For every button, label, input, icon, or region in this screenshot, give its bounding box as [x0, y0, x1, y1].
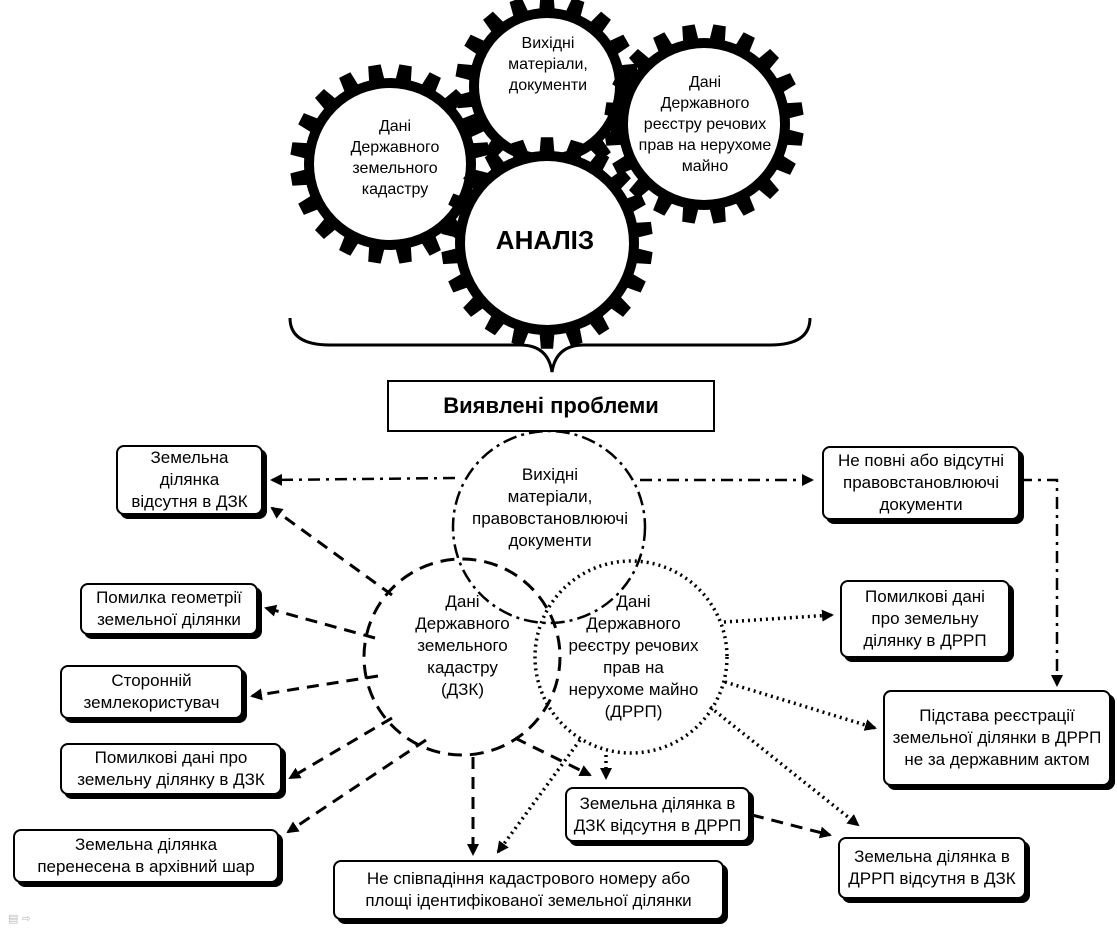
arrow-dzk-to-wrong-dzk	[288, 716, 393, 780]
arrow-dzk-to-missing-dzk	[270, 506, 393, 597]
gear-rrp	[604, 24, 804, 224]
problem-dzk-missing-in-drrp: Земельна ділянка в ДЗК відсутня в ДРРП	[565, 787, 750, 842]
arrow-drrp-to-mismatch	[496, 738, 582, 854]
arrow-source-to-missing-dzk	[270, 473, 456, 486]
brace	[288, 317, 812, 373]
problems-header: Виявлені проблеми	[387, 380, 715, 432]
gear-dzk-label: Дані Державного земельного кадастру	[350, 118, 440, 198]
problem-missing-in-dzk: Земельна ділянка відсутня в ДЗК	[116, 445, 263, 515]
arrow-drrp-to-drrp-missing	[708, 705, 860, 827]
corner-icons: ▤ ⇨	[8, 913, 31, 925]
problem-geometry-error: Помилка геометрії земельної ділянки	[80, 583, 258, 635]
problem-wrong-data-drrp: Помилкові дані про земельну ділянку в ДР…	[840, 580, 1010, 658]
drrp-circle-label: Дані Державного реєстру речових прав на …	[568, 592, 699, 721]
problem-archived-layer: Земельна ділянка перенесена в архівний ш…	[13, 829, 279, 883]
arrow-dzk-to-geometry	[264, 604, 376, 640]
source-circle-label: Вихідні матеріали, правовстановлюючі док…	[472, 465, 628, 550]
problem-not-state-act: Підстава реєстрації земельної ділянки в …	[883, 690, 1111, 786]
arrow-dzk-to-archived	[286, 738, 427, 834]
dzk-circle	[362, 557, 562, 757]
gear-source	[455, 0, 639, 178]
problem-drrp-missing-in-dzk: Земельна ділянка в ДРРП відсутня в ДЗК	[838, 837, 1026, 899]
arrow-drrp-to-wrong-drrp	[723, 609, 834, 624]
gear-rrp-label: Дані Державного реєстру речових прав на …	[638, 74, 772, 175]
arrow-dzk-to-dzk-missing	[514, 736, 592, 777]
gear-dzk	[290, 64, 490, 264]
gear-source-label: Вихідні матеріали, документи	[508, 35, 588, 94]
arrow-drrp-to-not-state	[724, 680, 877, 731]
problem-wrong-data-dzk: Помилкові дані про земельну ділянку в ДЗ…	[60, 743, 282, 795]
gear-analysis-label: АНАЛІЗ	[495, 225, 595, 255]
problem-incomplete-docs: Не повні або відсутні правовстановлюючі …	[822, 446, 1020, 520]
problem-third-party-user: Сторонній землекористувач	[60, 665, 243, 719]
gear-analysis	[441, 137, 653, 349]
drrp-circle	[533, 559, 729, 755]
arrow-incomplete-to-not-state	[1020, 478, 1063, 687]
dzk-circle-label: Дані Державного земельного кадастру (ДЗК…	[415, 592, 510, 699]
problem-mismatch-number-area: Не співпадіння кадастрового номеру або п…	[333, 860, 724, 920]
arrow-dzkbox-to-drrpbox	[751, 813, 832, 839]
arrow-dzk-to-third-party	[250, 674, 379, 701]
